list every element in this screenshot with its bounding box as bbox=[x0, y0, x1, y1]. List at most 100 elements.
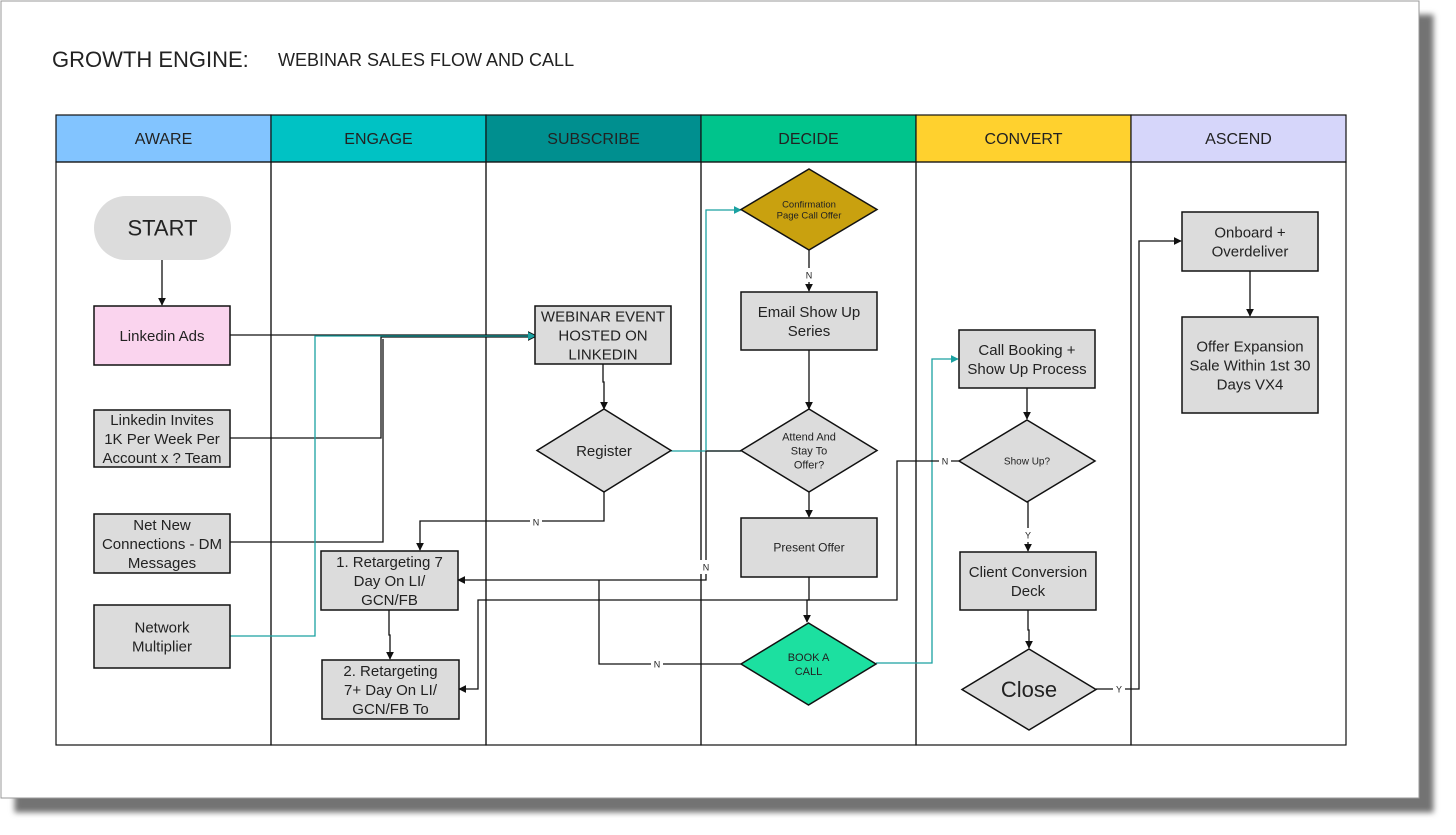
node-present-offer: Present Offer bbox=[740, 517, 878, 578]
lane-header-subscribe bbox=[485, 114, 702, 163]
node-shape bbox=[959, 551, 1097, 611]
node-text-line: Days VX4 bbox=[1217, 376, 1284, 393]
node-text-line: Register bbox=[576, 443, 632, 460]
node-shape bbox=[535, 408, 673, 493]
node-text-line: Connections - DM bbox=[102, 536, 222, 553]
lane-header-engage bbox=[270, 114, 487, 163]
node-text-line: Network bbox=[134, 619, 190, 636]
edge-label-text: Y bbox=[1116, 685, 1122, 695]
node-text-line: 1. Retargeting 7 bbox=[336, 554, 443, 571]
node-text-line: CALL bbox=[795, 666, 823, 678]
node-text-line: Attend And bbox=[782, 431, 836, 443]
lane-label-engage: ENGAGE bbox=[344, 131, 412, 148]
node-text-line: Account x ? Team bbox=[103, 450, 222, 467]
lane-label-ascend: ASCEND bbox=[1205, 131, 1272, 148]
node-shape bbox=[321, 659, 460, 720]
edge-ret7-to-ret7plus bbox=[386, 610, 394, 660]
node-text-line: Show Up Process bbox=[967, 361, 1086, 378]
edge-label-text: N bbox=[533, 518, 540, 528]
edge-label-text: N bbox=[942, 457, 949, 467]
edge-label-attend-no: N bbox=[700, 560, 712, 574]
edge-attend-no bbox=[457, 450, 741, 584]
edge-label-showup-no: N bbox=[939, 454, 951, 468]
edge-netnew-to-webinar bbox=[230, 339, 384, 543]
node-register: Register bbox=[535, 408, 673, 493]
node-onboard: Onboard + Overdeliver bbox=[1181, 211, 1319, 272]
node-text-line: Overdeliver bbox=[1212, 243, 1289, 260]
node-text-line: GCN/FB To bbox=[352, 701, 428, 718]
node-start: START bbox=[94, 196, 231, 260]
node-show-up: Show Up? bbox=[957, 419, 1097, 503]
node-shape bbox=[957, 419, 1097, 503]
edge-labels: N N N N N Y Y bbox=[530, 268, 1125, 696]
node-text-line: START bbox=[127, 216, 197, 241]
node-text-line: Onboard + bbox=[1214, 224, 1286, 241]
node-text-line: Linkedin Ads bbox=[119, 328, 204, 345]
node-shape bbox=[740, 291, 878, 351]
node-text-line: Page Call Offer bbox=[777, 210, 842, 221]
edge-label-text: Y bbox=[1025, 531, 1031, 541]
node-text-line: Net New bbox=[133, 517, 191, 534]
node-shape bbox=[93, 409, 231, 468]
edge-register-no bbox=[416, 492, 605, 551]
node-text-line: Client Conversion bbox=[969, 564, 1087, 581]
edge-webinar-to-register bbox=[600, 364, 608, 410]
node-shape bbox=[1181, 211, 1319, 272]
node-text-line: Series bbox=[788, 323, 831, 340]
lane-label-subscribe: SUBSCRIBE bbox=[547, 131, 639, 148]
node-shape bbox=[94, 196, 231, 260]
node-text-line: Day On LI/ bbox=[354, 573, 427, 590]
edge-label-text: N bbox=[806, 271, 813, 281]
page-title: GROWTH ENGINE: bbox=[52, 47, 249, 72]
node-text-line: Offer Expansion bbox=[1196, 338, 1303, 355]
edge-label-text: N bbox=[703, 563, 710, 573]
lane-header-aware bbox=[55, 114, 272, 163]
edge-to-confirmation bbox=[705, 206, 742, 450]
node-text-line: Messages bbox=[128, 555, 196, 572]
node-text-line: Offer? bbox=[794, 459, 824, 471]
node-shape bbox=[739, 408, 879, 493]
connectors bbox=[158, 206, 1254, 693]
node-shape bbox=[960, 648, 1098, 731]
node-shape bbox=[93, 305, 231, 366]
edge-label-showup-yes: Y bbox=[1022, 528, 1034, 542]
node-shape bbox=[1181, 316, 1319, 414]
node-text-line: HOSTED ON bbox=[558, 327, 647, 344]
edge-label-confirm-no: N bbox=[803, 268, 815, 282]
lane-label-aware: AWARE bbox=[135, 131, 192, 148]
node-text-line: Deck bbox=[1011, 583, 1046, 600]
edge-book-to-callbooking bbox=[876, 355, 959, 664]
node-text-line: Show Up? bbox=[1004, 457, 1051, 468]
node-book-call: BOOK A CALL bbox=[739, 622, 878, 706]
edge-label-close-yes: Y bbox=[1113, 682, 1125, 696]
node-text-line: Stay To bbox=[791, 445, 828, 457]
node-text-line: Confirmation bbox=[782, 199, 836, 210]
node-text-line: Close bbox=[1001, 677, 1057, 702]
node-text-line: 1K Per Week Per bbox=[104, 431, 220, 448]
node-shape bbox=[320, 550, 459, 611]
edge-client-to-close bbox=[1025, 610, 1033, 649]
node-shape bbox=[93, 513, 231, 574]
node-text-line: Present Offer bbox=[773, 541, 844, 555]
node-text-line: BOOK A bbox=[788, 652, 830, 664]
node-linkedin-ads: Linkedin Ads bbox=[93, 305, 231, 366]
edge-network-to-webinar bbox=[230, 332, 536, 637]
edge-label-register-no: N bbox=[530, 515, 542, 529]
lane-label-decide: DECIDE bbox=[778, 131, 838, 148]
node-text-line: 2. Retargeting bbox=[343, 663, 437, 680]
edge-label-book-no: N bbox=[651, 657, 663, 671]
lane-header-ascend bbox=[1130, 114, 1347, 163]
node-shape bbox=[958, 329, 1096, 389]
node-text-line: Call Booking + bbox=[978, 342, 1075, 359]
node-shape bbox=[740, 517, 878, 578]
